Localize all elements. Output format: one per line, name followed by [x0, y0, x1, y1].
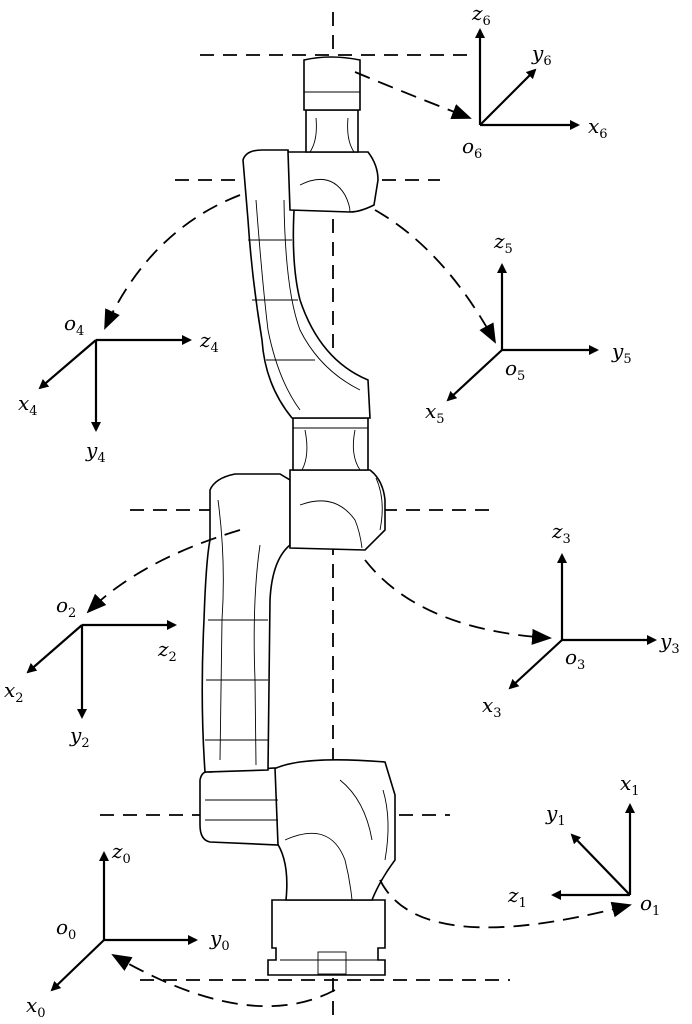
- frame-1: x1 y1 z1 o1: [507, 771, 660, 919]
- frame1-y-label: y1: [545, 801, 566, 829]
- frame-0: z0 y0 x0 o0: [26, 839, 230, 1021]
- frame0-x-label: x0: [26, 993, 46, 1021]
- frame-3: z3 y3 x3 o3: [482, 519, 680, 721]
- frame-6: z6 y6 x6 o6: [462, 1, 608, 162]
- frame1-z-label: z1: [507, 883, 527, 911]
- frame5-x-label: x5: [425, 399, 445, 427]
- arc-to-o2: [86, 529, 241, 614]
- arc-to-o4: [104, 194, 241, 330]
- frame3-x-label: x3: [482, 693, 502, 721]
- frame0-z-label: z0: [111, 839, 131, 867]
- frame4-x-axis: [38, 339, 97, 390]
- frame4-z-label: z4: [199, 328, 219, 356]
- frame3-z-label: z3: [551, 519, 571, 547]
- frame6-z-label: z6: [471, 1, 491, 29]
- frame3-y-label: y3: [659, 629, 680, 657]
- frame1-y-axis: [570, 833, 631, 896]
- frame1-origin-label: o1: [640, 891, 660, 919]
- frame6-x-label: x6: [588, 114, 608, 142]
- frame2-origin-label: o2: [56, 593, 76, 621]
- frame-4: z4 x4 y4 o4: [18, 311, 219, 466]
- frame2-x-axis: [26, 624, 83, 674]
- frame-2: z2 x2 y2 o2: [4, 593, 177, 751]
- frame6-y-axis: [479, 68, 537, 126]
- frame0-y-label: y0: [209, 926, 230, 954]
- frame0-x-axis: [50, 939, 105, 992]
- frame3-origin-label: o3: [565, 645, 585, 673]
- arc-to-o5: [374, 209, 496, 344]
- frame6-y-label: y6: [531, 41, 552, 69]
- frame1-x-label: x1: [620, 771, 640, 799]
- frame5-z-label: z5: [493, 229, 513, 257]
- frame5-x-axis: [446, 349, 503, 402]
- robot-body: [199, 56, 396, 976]
- frame6-origin-label: o6: [462, 134, 482, 162]
- arc-to-o6: [354, 71, 472, 120]
- frame0-origin-label: o0: [56, 915, 76, 943]
- rotation-arcs: [86, 71, 632, 1008]
- frame3-x-axis: [508, 639, 563, 690]
- arc-to-o3: [364, 559, 552, 645]
- arc-to-o0: [111, 953, 336, 1008]
- frame2-z-label: z2: [157, 637, 177, 665]
- frame4-origin-label: o4: [64, 311, 84, 339]
- frame4-x-label: x4: [18, 391, 38, 419]
- frame5-y-label: y5: [611, 339, 632, 367]
- frame4-y-label: y4: [85, 438, 106, 466]
- arc-to-o1: [379, 879, 632, 929]
- frame5-origin-label: o5: [505, 356, 525, 384]
- frame2-y-label: y2: [69, 723, 90, 751]
- frame-5: z5 y5 x5 o5: [425, 229, 632, 427]
- frame2-x-label: x2: [4, 678, 24, 706]
